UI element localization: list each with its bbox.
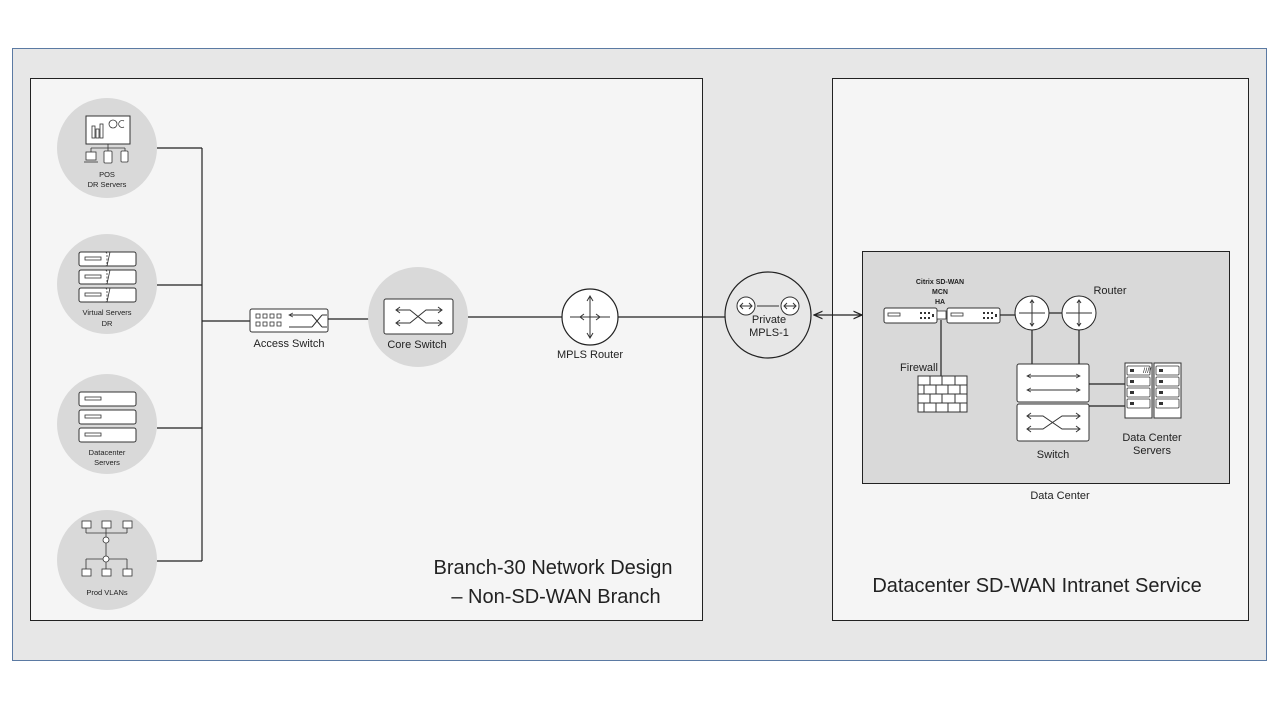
pos-dashboard-icon bbox=[84, 115, 131, 164]
switch-label: Switch bbox=[1037, 449, 1069, 461]
virtual-servers-icon bbox=[78, 251, 137, 303]
vlan-tree-icon bbox=[81, 520, 133, 577]
endpoint-label-line1: POS bbox=[99, 170, 115, 179]
sdwan-label-line1: Citrix SD-WAN bbox=[916, 279, 964, 286]
endpoint-prod-vlans: Prod VLANs bbox=[57, 510, 157, 610]
sdwan-appliance-icon bbox=[883, 307, 938, 324]
endpoint-pos-dr-servers: POS DR Servers bbox=[57, 98, 157, 198]
router-label: Router bbox=[1093, 285, 1126, 297]
endpoint-label-line1: Virtual Servers bbox=[82, 308, 131, 317]
svg-text:////: //// bbox=[1143, 366, 1152, 375]
firewall-label: Firewall bbox=[900, 362, 938, 374]
branch-bus-lines bbox=[157, 147, 250, 562]
datacenter-switch: Switch bbox=[1016, 363, 1090, 461]
datacenter-router-1 bbox=[1014, 295, 1050, 331]
endpoint-label-line1: Datacenter bbox=[89, 448, 126, 457]
endpoint-virtual-servers-dr: Virtual Servers DR bbox=[57, 234, 157, 334]
datacenter-router-2 bbox=[1061, 295, 1097, 331]
mpls-router: MPLS Router bbox=[557, 288, 623, 361]
mpls-router-label: MPLS Router bbox=[557, 349, 623, 361]
core-switch: Core Switch bbox=[368, 267, 468, 367]
branch-title-line1: Branch-30 Network Design bbox=[434, 557, 673, 579]
sdwan-label-line3: HA bbox=[935, 299, 945, 306]
sdwan-label-line2: MCN bbox=[932, 289, 948, 296]
data-center-box-label: Data Center bbox=[1030, 490, 1090, 502]
server-stack-icon bbox=[78, 391, 137, 443]
datacenter-title: Datacenter SD-WAN Intranet Service bbox=[872, 575, 1201, 597]
endpoint-label-line2: DR bbox=[102, 319, 113, 328]
mpls-label-line2: MPLS-1 bbox=[749, 327, 789, 339]
endpoint-label-line1: Prod VLANs bbox=[86, 588, 128, 597]
servers-label-line1: Data Center bbox=[1122, 432, 1182, 444]
sdwan-appliance-icon bbox=[946, 307, 1001, 324]
endpoint-label-line2: Servers bbox=[94, 458, 120, 467]
branch-title-line2: – Non-SD-WAN Branch bbox=[451, 586, 660, 608]
data-center-servers-icon: //// bbox=[1124, 362, 1182, 419]
private-mpls-node: Private MPLS-1 bbox=[724, 271, 812, 359]
endpoint-label-line2: DR Servers bbox=[88, 180, 127, 189]
sdwan-mcn-ha: Citrix SD-WAN MCN HA bbox=[883, 279, 1001, 324]
servers-label-line2: Servers bbox=[1133, 445, 1171, 457]
mpls-label-line1: Private bbox=[752, 314, 786, 326]
core-switch-label: Core Switch bbox=[387, 339, 446, 351]
firewall-icon bbox=[917, 375, 968, 413]
access-switch-label: Access Switch bbox=[254, 338, 325, 350]
endpoint-datacenter-servers: Datacenter Servers bbox=[57, 374, 157, 474]
access-switch: Access Switch bbox=[249, 308, 329, 350]
